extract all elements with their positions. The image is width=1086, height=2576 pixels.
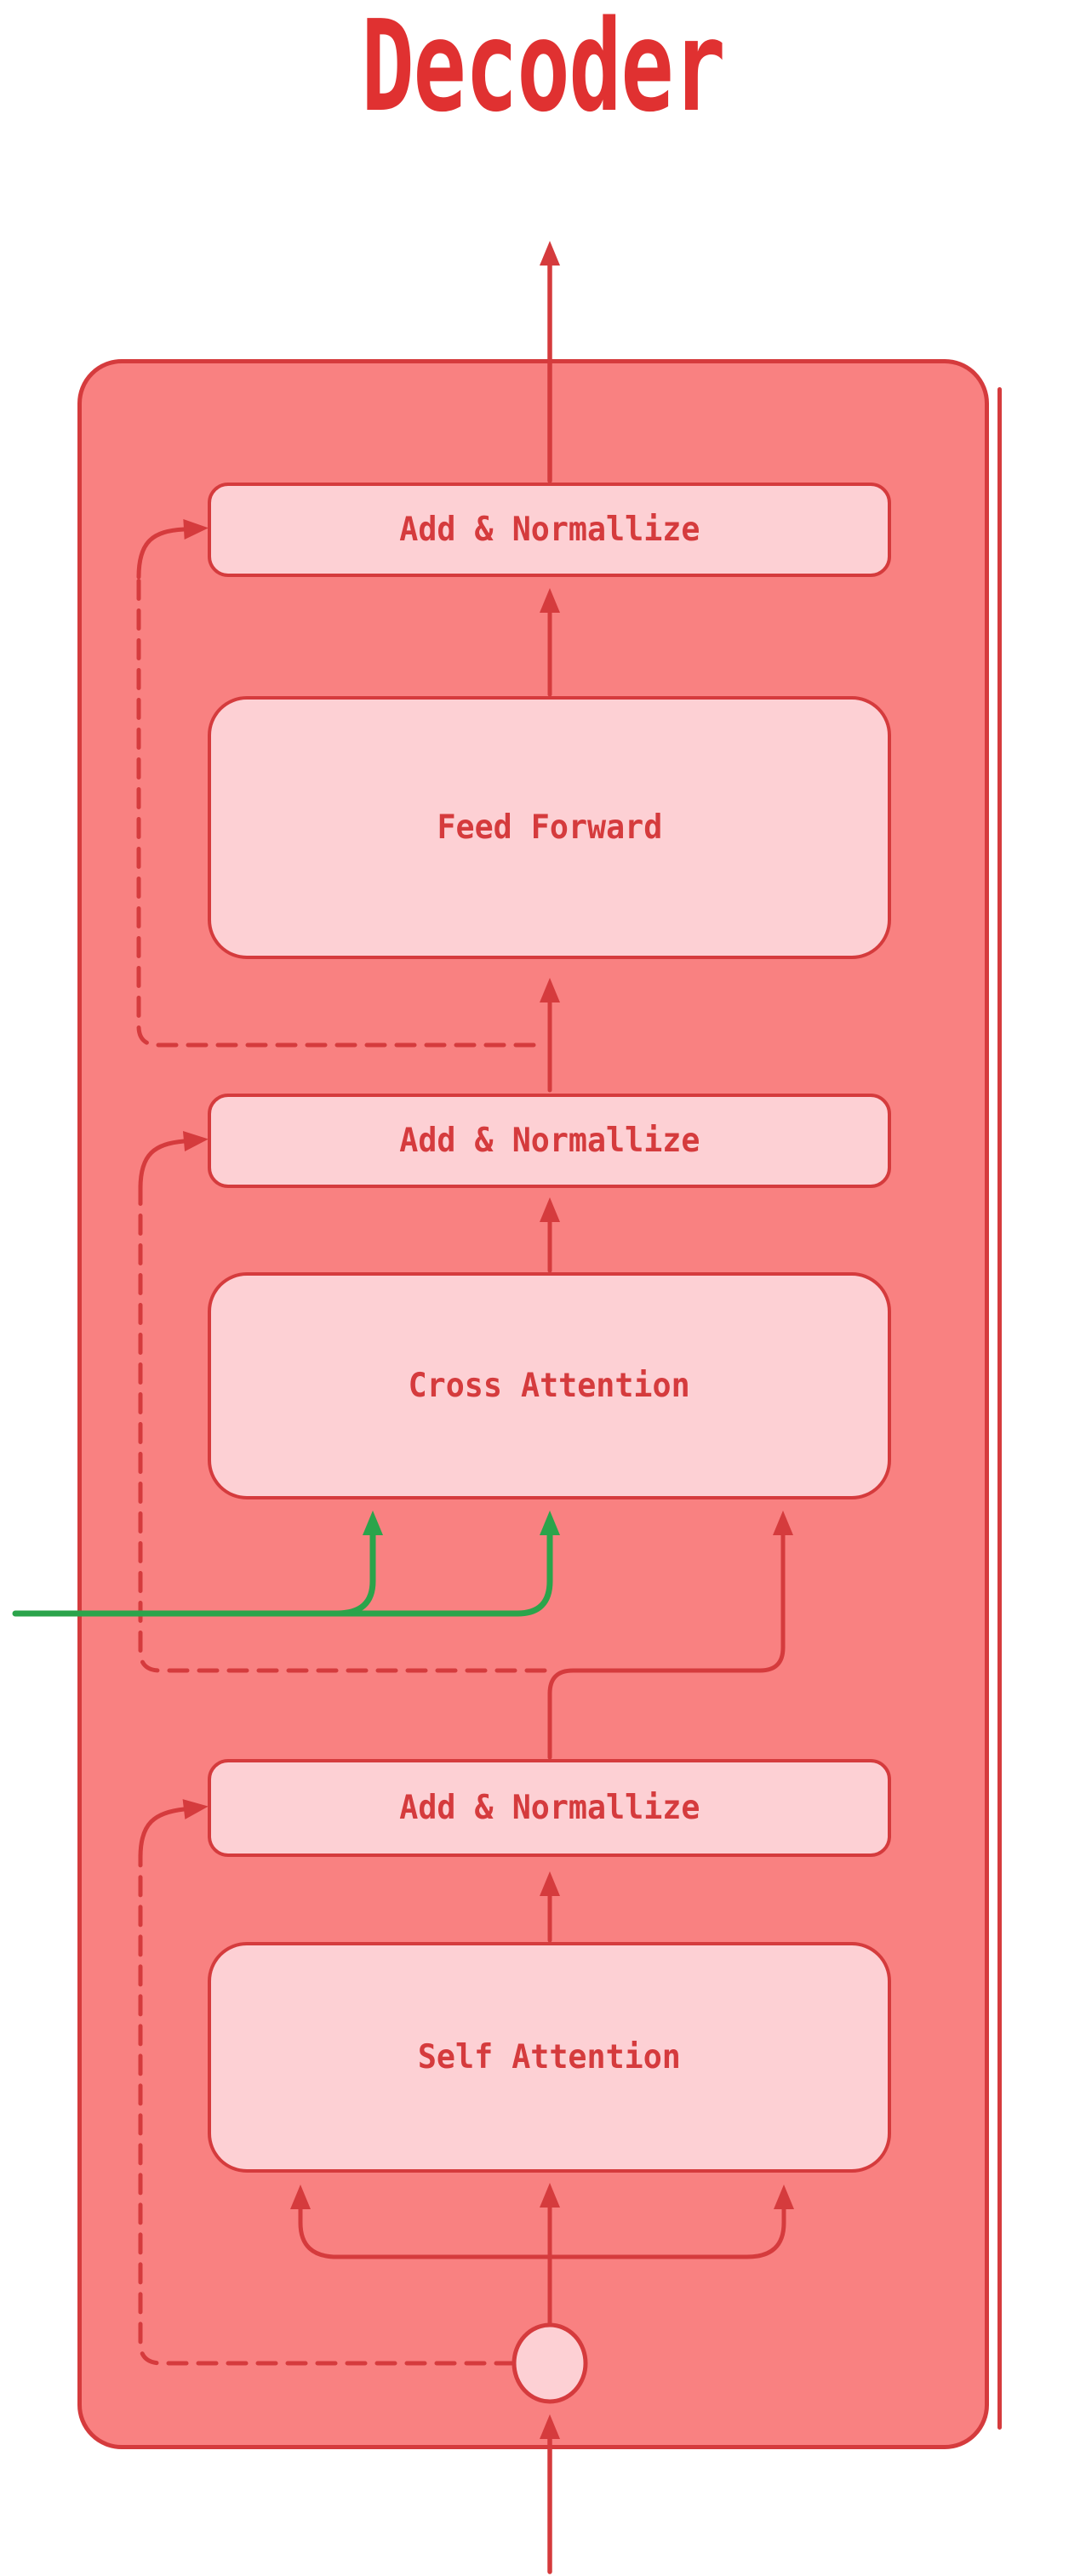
- title-wrap: Decoder: [0, 3, 1086, 129]
- block-label: Add & Normallize: [398, 1122, 700, 1160]
- block-label: Self Attention: [417, 2038, 681, 2076]
- block-label: Add & Normallize: [398, 511, 700, 549]
- block-add-normalize-top: Add & Normallize: [208, 483, 891, 577]
- block-add-normalize-middle: Add & Normallize: [208, 1094, 891, 1188]
- block-feed-forward: Feed Forward: [208, 696, 891, 959]
- block-label: Feed Forward: [437, 808, 662, 847]
- container-right-sketch-stroke: [997, 387, 1002, 2430]
- block-label: Add & Normallize: [398, 1789, 700, 1827]
- page-title: Decoder: [361, 0, 726, 140]
- block-cross-attention: Cross Attention: [208, 1272, 891, 1499]
- block-add-normalize-bottom: Add & Normallize: [208, 1759, 891, 1857]
- block-label: Cross Attention: [408, 1367, 691, 1405]
- block-self-attention: Self Attention: [208, 1942, 891, 2173]
